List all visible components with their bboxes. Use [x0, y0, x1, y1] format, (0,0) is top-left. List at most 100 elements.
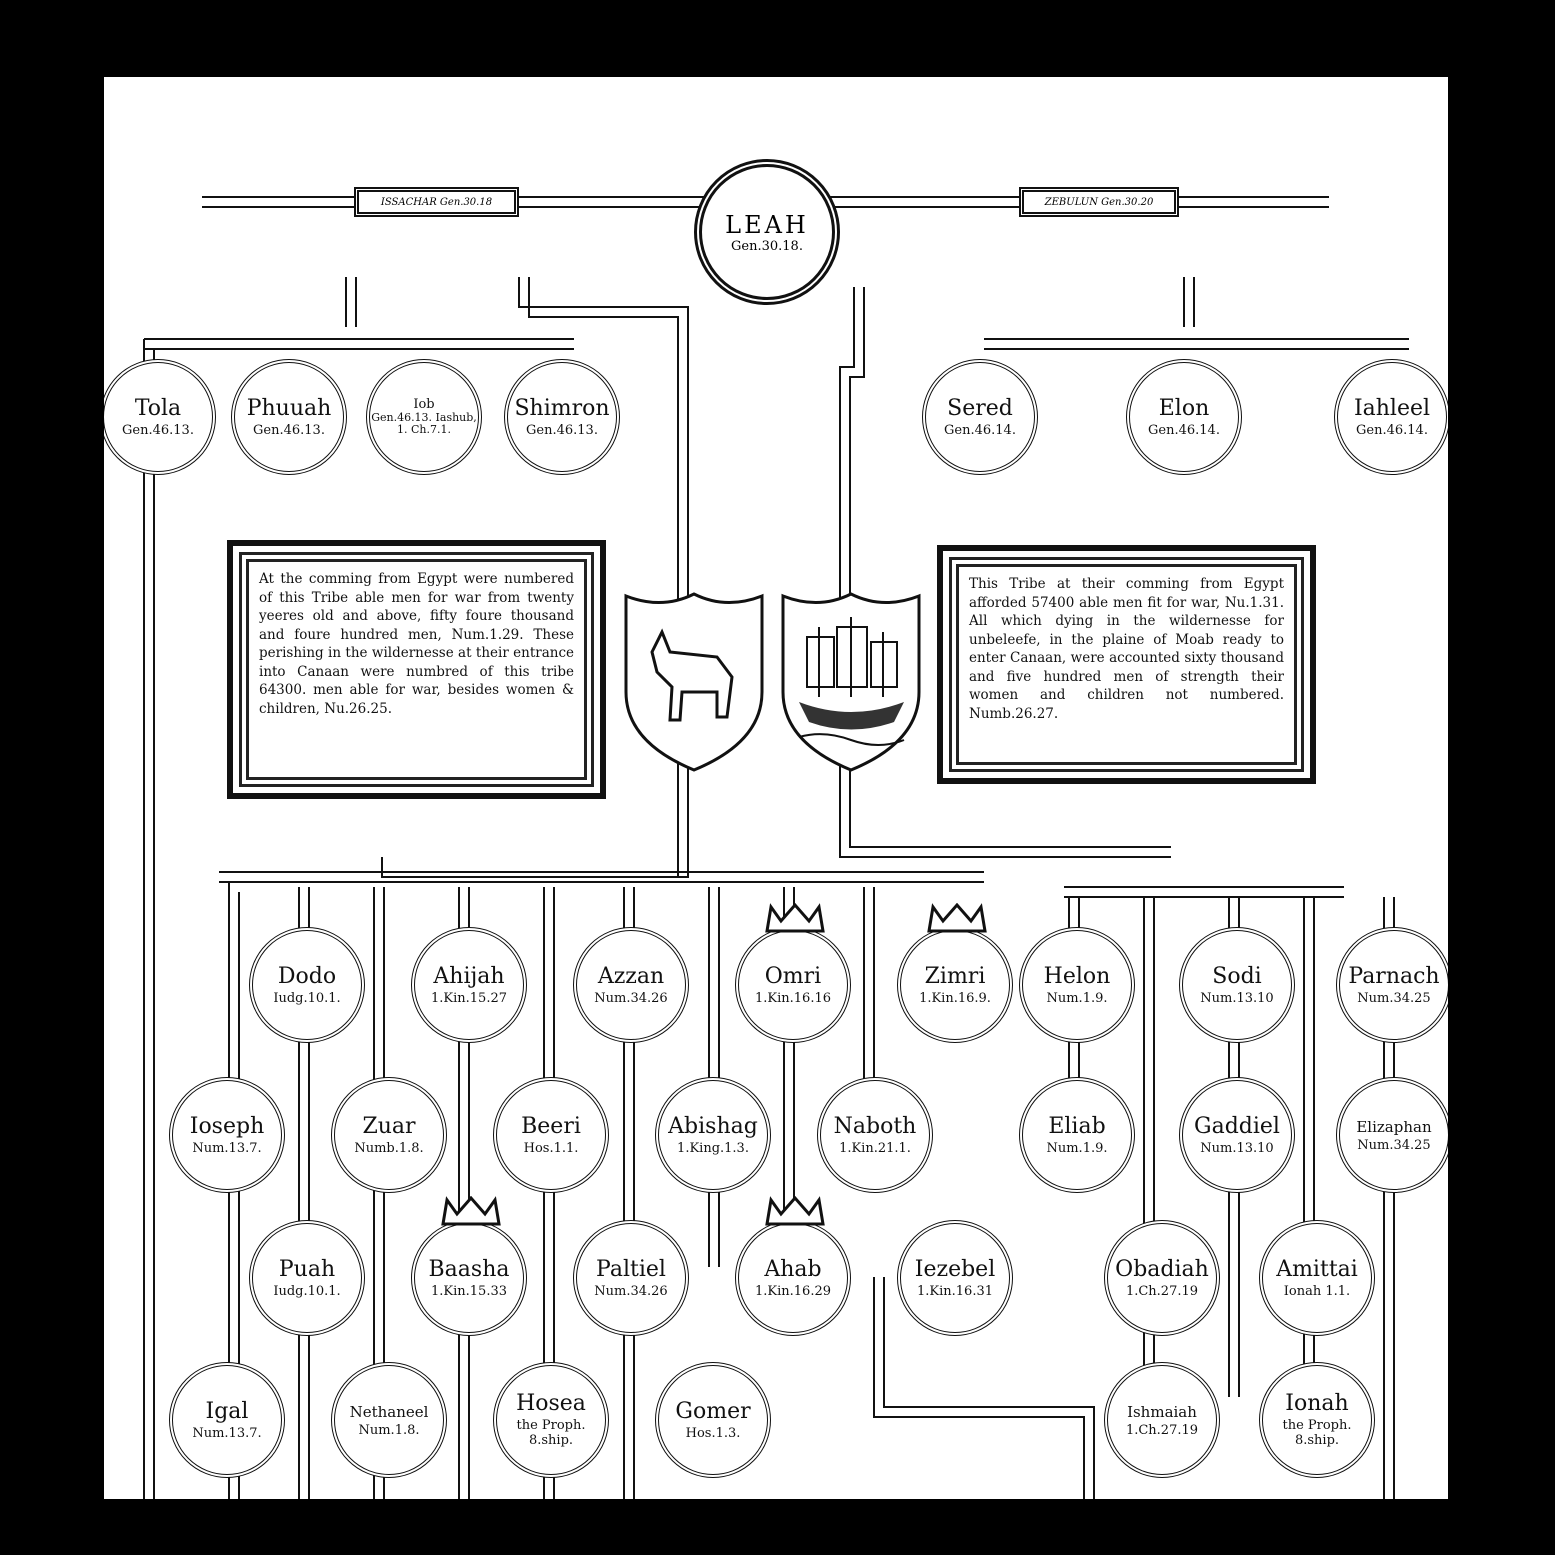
- ref: Iudg.10.1.: [273, 1283, 341, 1299]
- ref: 1.Kin.15.27: [431, 990, 507, 1006]
- node-phuuah: Phuuah Gen.46.13.: [231, 359, 347, 475]
- ref: Num.1.9.: [1046, 1140, 1108, 1156]
- ref: 1.Kin.16.16: [755, 990, 831, 1006]
- name: Elizaphan: [1356, 1117, 1432, 1136]
- ref: Num.34.25: [1357, 1137, 1431, 1153]
- crown-icon: [927, 903, 987, 933]
- ref: 1.Ch.27.19: [1125, 1283, 1199, 1299]
- node-abishag: Abishag 1.King.1.3.: [655, 1077, 771, 1193]
- name: Phuuah: [246, 395, 332, 421]
- crown-icon: [765, 1196, 825, 1226]
- name: Helon: [1043, 963, 1111, 989]
- name: Obadiah: [1115, 1256, 1209, 1282]
- genealogy-sheet: LEAH Gen.30.18. ISSACHAR Gen.30.18 ZEBUL…: [104, 77, 1448, 1499]
- name: Gomer: [675, 1398, 751, 1424]
- node-dodo: Dodo Iudg.10.1.: [249, 927, 365, 1043]
- name: Ishmaiah: [1127, 1402, 1197, 1421]
- ref: Hos.1.1.: [523, 1140, 579, 1156]
- ref: Num.34.26: [594, 1283, 668, 1299]
- ref: Num.1.8.: [358, 1422, 420, 1438]
- name: Elon: [1158, 395, 1210, 421]
- node-hosea: Hosea the Proph. 8.ship.: [493, 1362, 609, 1478]
- node-omri: Omri 1.Kin.16.16: [735, 927, 851, 1043]
- node-igal: Igal Num.13.7.: [169, 1362, 285, 1478]
- name: Iezebel: [914, 1256, 996, 1282]
- ref: 1.Kin.16.29: [755, 1283, 831, 1299]
- node-tola: Tola Gen.46.13.: [104, 359, 216, 475]
- name: Abishag: [668, 1113, 758, 1139]
- node-paltiel: Paltiel Num.34.26: [573, 1220, 689, 1336]
- name: Sered: [947, 395, 1013, 421]
- name: Azzan: [597, 963, 665, 989]
- name: Nethaneel: [349, 1402, 429, 1421]
- node-helon: Helon Num.1.9.: [1019, 927, 1135, 1043]
- name: Ionah: [1285, 1391, 1349, 1416]
- node-gomer: Gomer Hos.1.3.: [655, 1362, 771, 1478]
- name: Parnach: [1348, 963, 1440, 989]
- ref: Numb.1.8.: [354, 1140, 424, 1156]
- ref: the Proph. 8.ship.: [516, 1418, 586, 1448]
- name: Shimron: [514, 395, 610, 421]
- name: Beeri: [521, 1113, 581, 1139]
- root-name: LEAH: [725, 210, 809, 239]
- node-iahleel: Iahleel Gen.46.14.: [1334, 359, 1448, 475]
- ref: Hos.1.3.: [685, 1425, 741, 1441]
- node-ahab: Ahab 1.Kin.16.29: [735, 1220, 851, 1336]
- node-baasha: Baasha 1.Kin.15.33: [411, 1220, 527, 1336]
- node-eliab: Eliab Num.1.9.: [1019, 1077, 1135, 1193]
- name: Omri: [764, 963, 822, 989]
- node-nethaneel: Nethaneel Num.1.8.: [331, 1362, 447, 1478]
- ref: Iudg.10.1.: [273, 990, 341, 1006]
- node-iezebel: Iezebel 1.Kin.16.31: [897, 1220, 1013, 1336]
- node-sodi: Sodi Num.13.10: [1179, 927, 1295, 1043]
- node-elizaphan: Elizaphan Num.34.25: [1336, 1077, 1448, 1193]
- ref: Num.13.10: [1200, 990, 1274, 1006]
- ref: Num.34.26: [594, 990, 668, 1006]
- ref: the Proph. 8.ship.: [1282, 1418, 1352, 1448]
- name: Hosea: [516, 1391, 586, 1416]
- ref: Gen.46.14.: [1356, 422, 1428, 438]
- node-iob: Iob Gen.46.13. Iashub, 1. Ch.7.1.: [366, 359, 482, 475]
- ref: 1.Kin.21.1.: [839, 1140, 911, 1156]
- ref: Gen.46.14.: [944, 422, 1016, 438]
- node-parnach: Parnach Num.34.25: [1336, 927, 1448, 1043]
- tablet-left: At the comming from Egypt were numbered …: [239, 552, 594, 787]
- ref: 1.Kin.15.33: [431, 1283, 507, 1299]
- name: Baasha: [428, 1256, 510, 1282]
- name: Naboth: [833, 1113, 917, 1139]
- ref: 1.Ch.27.19: [1125, 1422, 1199, 1438]
- name: Paltiel: [596, 1256, 666, 1282]
- ref: Ionah 1.1.: [1283, 1283, 1351, 1299]
- node-puah: Puah Iudg.10.1.: [249, 1220, 365, 1336]
- name: Eliab: [1048, 1113, 1106, 1139]
- node-sered: Sered Gen.46.14.: [922, 359, 1038, 475]
- tablet-right: This Tribe at their comming from Egypt a…: [949, 557, 1304, 772]
- node-amittai: Amittai Ionah 1.1.: [1259, 1220, 1375, 1336]
- ref: Gen.46.13.: [526, 422, 598, 438]
- node-ionah: Ionah the Proph. 8.ship.: [1259, 1362, 1375, 1478]
- ref: Num.1.9.: [1046, 990, 1108, 1006]
- name: Ioseph: [189, 1113, 265, 1139]
- ship-shield-icon: [781, 592, 921, 772]
- root-node-leah: LEAH Gen.30.18.: [694, 159, 840, 305]
- name: Iahleel: [1353, 395, 1431, 421]
- ref: Num.13.10: [1200, 1140, 1274, 1156]
- ref: Gen.46.13.: [253, 422, 325, 438]
- node-zuar: Zuar Numb.1.8.: [331, 1077, 447, 1193]
- ref: Num.13.7.: [192, 1425, 262, 1441]
- ref: 1.King.1.3.: [677, 1140, 749, 1156]
- ref: Num.13.7.: [192, 1140, 262, 1156]
- name: Gaddiel: [1194, 1113, 1280, 1139]
- name: Igal: [205, 1398, 249, 1424]
- node-shimron: Shimron Gen.46.13.: [504, 359, 620, 475]
- node-naboth: Naboth 1.Kin.21.1.: [817, 1077, 933, 1193]
- ref: Gen.46.13.: [122, 422, 194, 438]
- ref: 1.Kin.16.9.: [919, 990, 991, 1006]
- ass-shield-icon: [624, 592, 764, 772]
- crown-icon: [441, 1196, 501, 1226]
- name: Dodo: [277, 963, 337, 989]
- name: Iob: [413, 397, 435, 412]
- name: Ahab: [764, 1256, 822, 1282]
- name: Sodi: [1212, 963, 1262, 989]
- node-ahijah: Ahijah 1.Kin.15.27: [411, 927, 527, 1043]
